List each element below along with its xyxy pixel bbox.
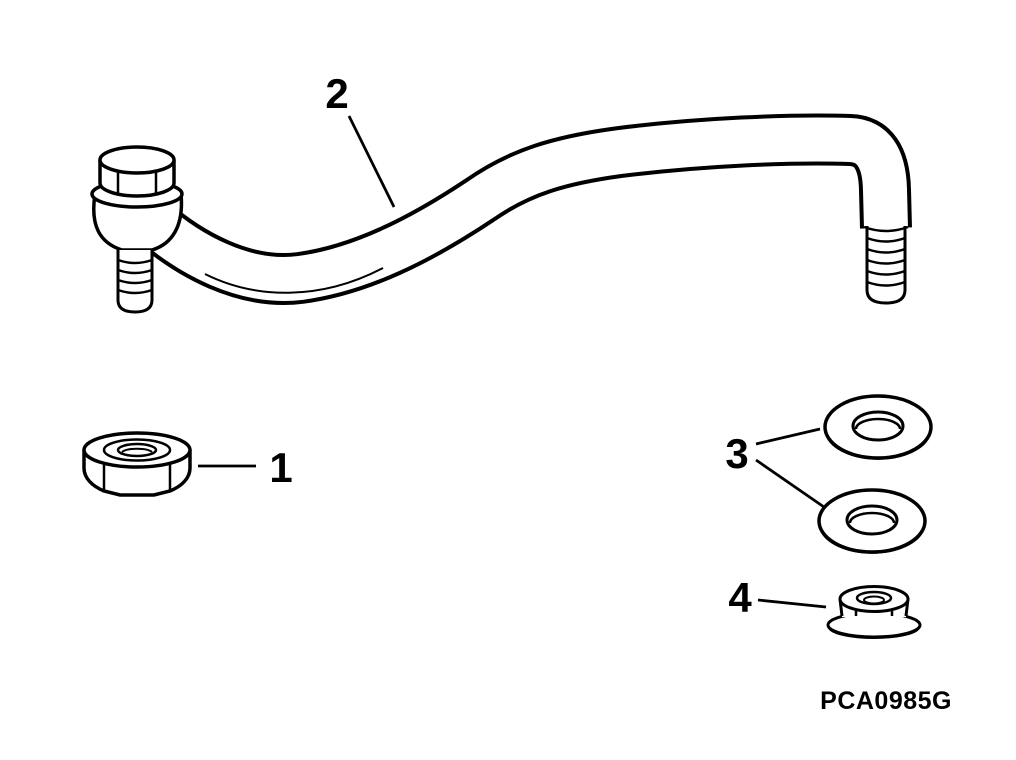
rod-contour-line [204,267,384,294]
washer-hole [845,504,899,536]
part-code: PCA0985G [820,687,952,715]
head-top [98,145,176,175]
leader-line-4 [757,598,827,609]
part-washer-upper [823,394,933,460]
washer-thickness [825,434,931,460]
nut-hole-inner [863,595,885,605]
rod-left-threaded-stud [116,250,154,314]
part-link-rod [90,113,912,314]
washer-hole-depth [848,511,896,524]
part-flange-nut [826,585,922,639]
nut-hole [116,442,158,458]
callout-label-2: 2 [325,70,348,117]
washer-hole [851,410,905,442]
washer-thickness [819,528,925,554]
part-lock-nut [82,431,192,497]
washer-hole-depth [854,417,902,430]
callout-label-1: 1 [269,444,292,491]
rod-fill [135,117,908,301]
nut-hole-depth [121,447,153,453]
rod-left-joint [90,145,184,314]
stud-threads [117,258,153,295]
stud-body [116,250,154,314]
flange-thickness [829,628,919,639]
hex-bolt-head [98,145,176,198]
callout-label-4: 4 [728,574,752,621]
nut-insert-ring [102,438,172,462]
rod-right-threaded-stud [863,225,909,305]
callout-label-3: 3 [725,430,748,477]
leader-line-2 [347,115,396,208]
leader-line-3b [755,458,825,509]
nut-top [82,431,192,469]
part-washer-lower [817,488,927,554]
stud-threads [866,236,906,287]
leader-lines [198,115,827,609]
hex-top [838,585,910,613]
leader-line-3a [755,427,821,446]
stud-shoulder [863,225,909,233]
